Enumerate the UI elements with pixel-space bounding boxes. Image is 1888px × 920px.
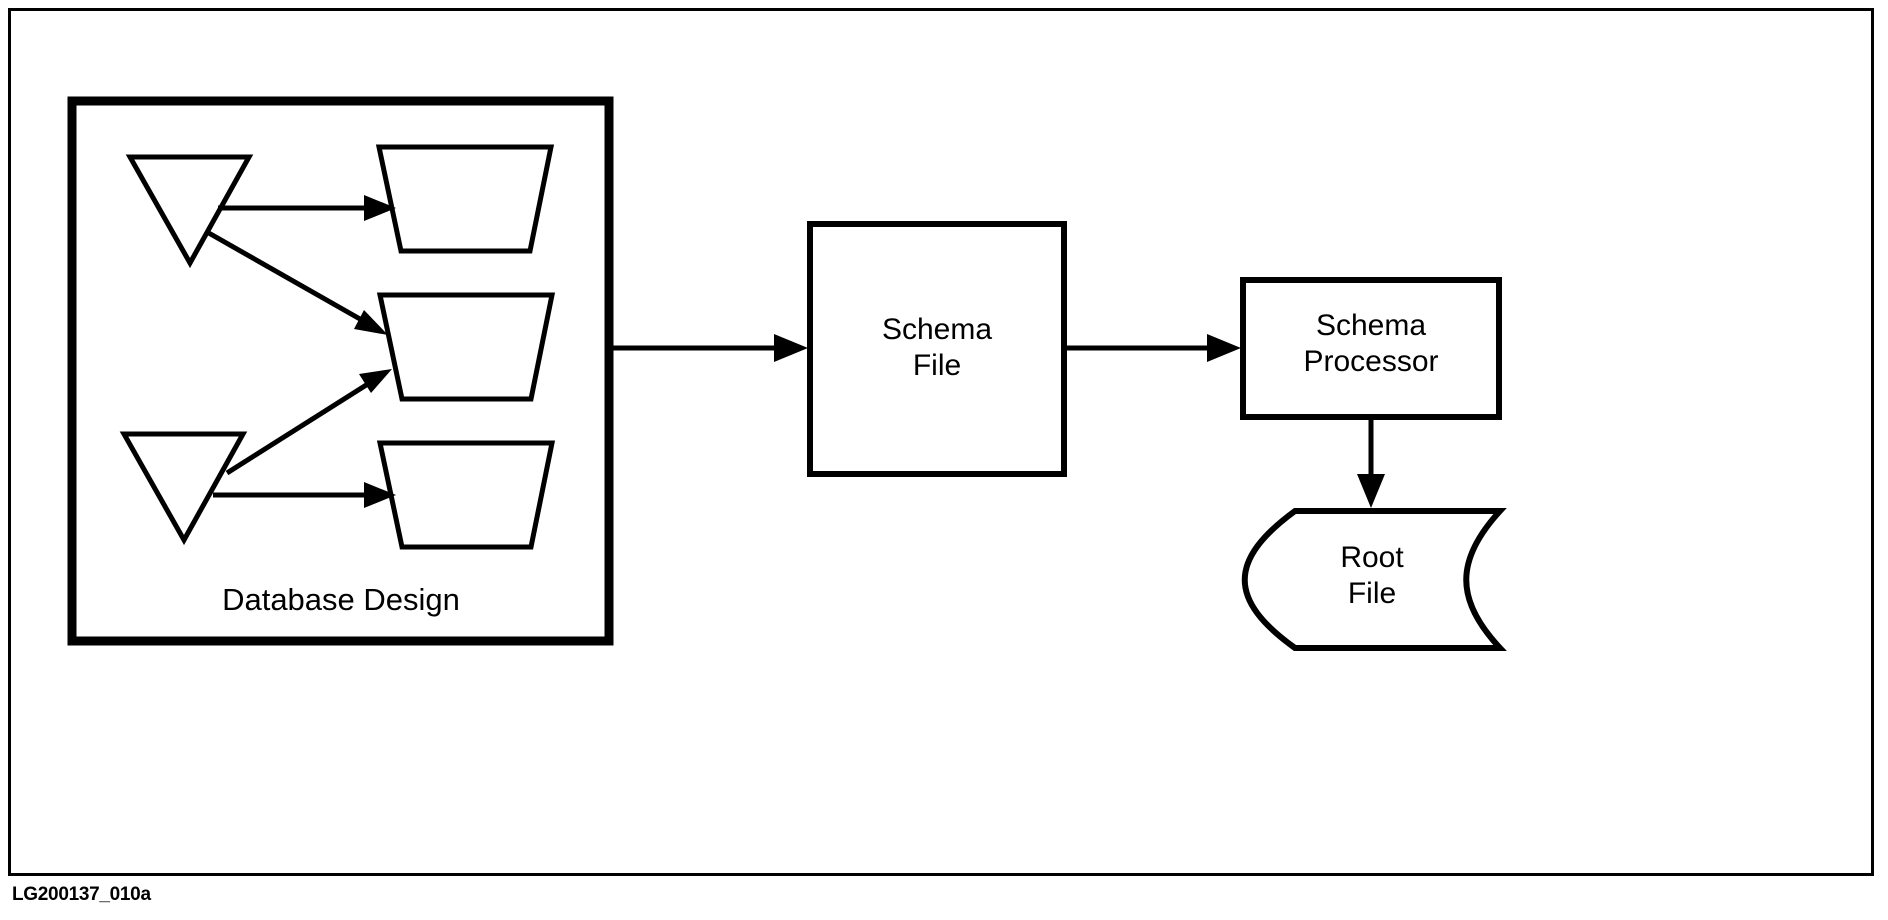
record-trapezoid-bottom[interactable]	[376, 440, 556, 550]
link-triangle-bottom-to-trapezoid-middle[interactable]	[225, 379, 373, 476]
record-trapezoid-middle[interactable]	[376, 292, 556, 402]
root-file-storage-shape[interactable]	[1241, 508, 1507, 651]
entity-triangle-bottom[interactable]	[119, 431, 248, 546]
arrowhead-processor-to-root-file	[1357, 474, 1385, 508]
arrowhead-triangle-top-to-trapezoid-middle	[354, 310, 388, 335]
schema-file-label: Schema File	[881, 313, 993, 382]
link-triangle-top-to-trapezoid-middle[interactable]	[205, 229, 369, 326]
database-design-label: Database Design	[222, 582, 460, 617]
schema-processor-label: Schema Processor	[1303, 309, 1439, 378]
root-file-label: Root File	[1340, 541, 1404, 610]
figure-caption-id: LG200137_010a	[12, 884, 151, 905]
record-trapezoid-top[interactable]	[375, 144, 555, 254]
schema-file-box[interactable]	[807, 221, 1067, 477]
arrowhead-triangle-bottom-to-trapezoid-middle	[359, 369, 392, 393]
arrowhead-schema-file-to-processor	[1207, 334, 1241, 362]
arrowhead-design-to-schema-file	[774, 334, 808, 362]
schema-processor-box[interactable]	[1240, 277, 1502, 420]
arrowhead-triangle-bottom-to-trapezoid-bottom	[364, 482, 396, 508]
arrowhead-triangle-top-to-trapezoid-top	[364, 195, 396, 221]
